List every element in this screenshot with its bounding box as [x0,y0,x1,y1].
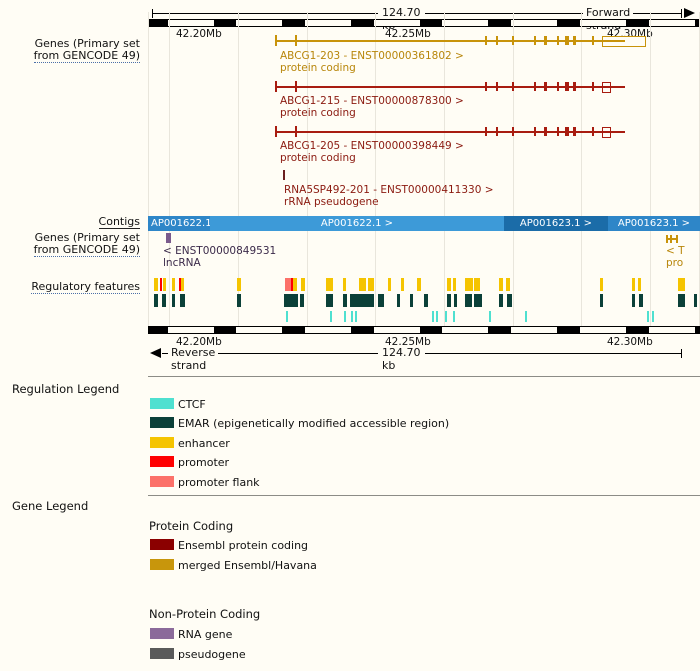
transcript-label-rna5sp492-201[interactable]: RNA5SP492-201 - ENST00000411330 > [284,184,494,196]
bottom-tick-label-1: 42.25Mb [385,336,431,348]
swatch-emar [150,417,174,428]
legend-label-promoter-flank: promoter flank [178,476,260,489]
transcript-label-enst00000849531[interactable]: < ENST00000849531 [163,245,277,257]
transcript-enst00000849531[interactable] [148,233,700,245]
reverse-strand-label: Reverse strand [168,346,219,372]
legend-label-rna-gene: RNA gene [178,628,233,641]
gene-legend-title: Gene Legend [12,499,89,513]
swatch-pseudogene [150,648,174,659]
contigs-label: Contigs [98,215,140,229]
legend-label-emar: EMAR (epigenetically modified accessible… [178,417,450,430]
gene-legend-heading-protein-coding: Protein Coding [149,519,234,533]
transcript-biotype-right-edge: pro [666,257,684,269]
gene-legend-divider [148,495,700,496]
legend-label-pseudogene: pseudogene [178,648,246,661]
regulation-legend-title: Regulation Legend [12,382,120,396]
contig-segment-0[interactable]: AP001622.1 > [148,216,213,231]
track-label-contigs: Contigs [0,216,140,229]
top-tick-label-1: 42.25Mb [385,28,431,40]
swatch-merged-ensembl-havana [150,559,174,570]
transcript-biotype-abcg1-203: protein coding [280,62,356,74]
contig-segment-3[interactable]: AP001623.1 > [608,216,700,231]
span-label-bottom: 124.70 kb [378,346,425,372]
bottom-tick-label-2: 42.30Mb [607,336,653,348]
top-tick-label-0: 42.20Mb [176,28,222,40]
swatch-promoter-flank [150,476,174,487]
regulation-legend-divider [148,376,700,377]
transcript-label-right-edge[interactable]: < T [666,245,685,257]
legend-label-ctcf: CTCF [178,398,206,411]
transcript-biotype-abcg1-215: protein coding [280,107,356,119]
transcript-abcg1-215[interactable] [148,80,700,94]
legend-label-ensembl-protein-coding: Ensembl protein coding [178,539,309,552]
forward-strand-arrow-icon [684,8,695,18]
legend-label-enhancer: enhancer [178,437,230,450]
track-label-genes-top: Genes (Primary set from GENCODE 49) [0,38,140,63]
regulatory-features-track[interactable] [148,278,700,323]
contig-segment-2[interactable]: AP001623.1 > [504,216,608,231]
legend-label-merged-ensembl-havana: merged Ensembl/Havana [178,559,317,572]
genes-top-label-line1: Genes (Primary set [34,37,140,50]
transcript-rna5sp492-201[interactable] [148,170,700,182]
swatch-enhancer [150,437,174,448]
genes-bottom-label-line2: from GENCODE 49) [33,243,140,257]
regulatory-label: Regulatory features [31,280,140,294]
contigs-track: AP001622.1 > AP001622.1 > AP001623.1 > A… [148,216,700,231]
contig-segment-1[interactable]: AP001622.1 > [210,216,504,231]
transcript-abcg1-205[interactable] [148,125,700,139]
transcript-label-abcg1-203[interactable]: ABCG1-203 - ENST00000361802 > [280,50,464,62]
top-tick-label-2: 42.30Mb [607,28,653,40]
track-label-genes-bottom: Genes (Primary set from GENCODE 49) [0,232,140,257]
swatch-ensembl-protein-coding [150,539,174,550]
swatch-promoter [150,456,174,467]
transcript-label-abcg1-215[interactable]: ABCG1-215 - ENST00000878300 > [280,95,464,107]
track-label-regulatory: Regulatory features [0,281,140,294]
transcript-right-edge-truncated[interactable] [666,233,700,245]
genes-bottom-label-line1: Genes (Primary set [34,231,140,244]
genes-top-label-line2: from GENCODE 49) [33,49,140,63]
transcript-biotype-rna5sp492-201: rRNA pseudogene [284,196,379,208]
legend-label-promoter: promoter [178,456,230,469]
swatch-rna-gene [150,628,174,639]
transcript-biotype-enst00000849531: lncRNA [163,257,201,269]
transcript-label-abcg1-205[interactable]: ABCG1-205 - ENST00000398449 > [280,140,464,152]
bottom-tick-label-0: 42.20Mb [176,336,222,348]
swatch-ctcf [150,398,174,409]
transcript-biotype-abcg1-205: protein coding [280,152,356,164]
transcript-abcg1-203[interactable] [148,34,700,48]
gene-legend-heading-non-protein-coding: Non-Protein Coding [149,607,261,621]
reverse-strand-arrow-icon [150,348,161,358]
